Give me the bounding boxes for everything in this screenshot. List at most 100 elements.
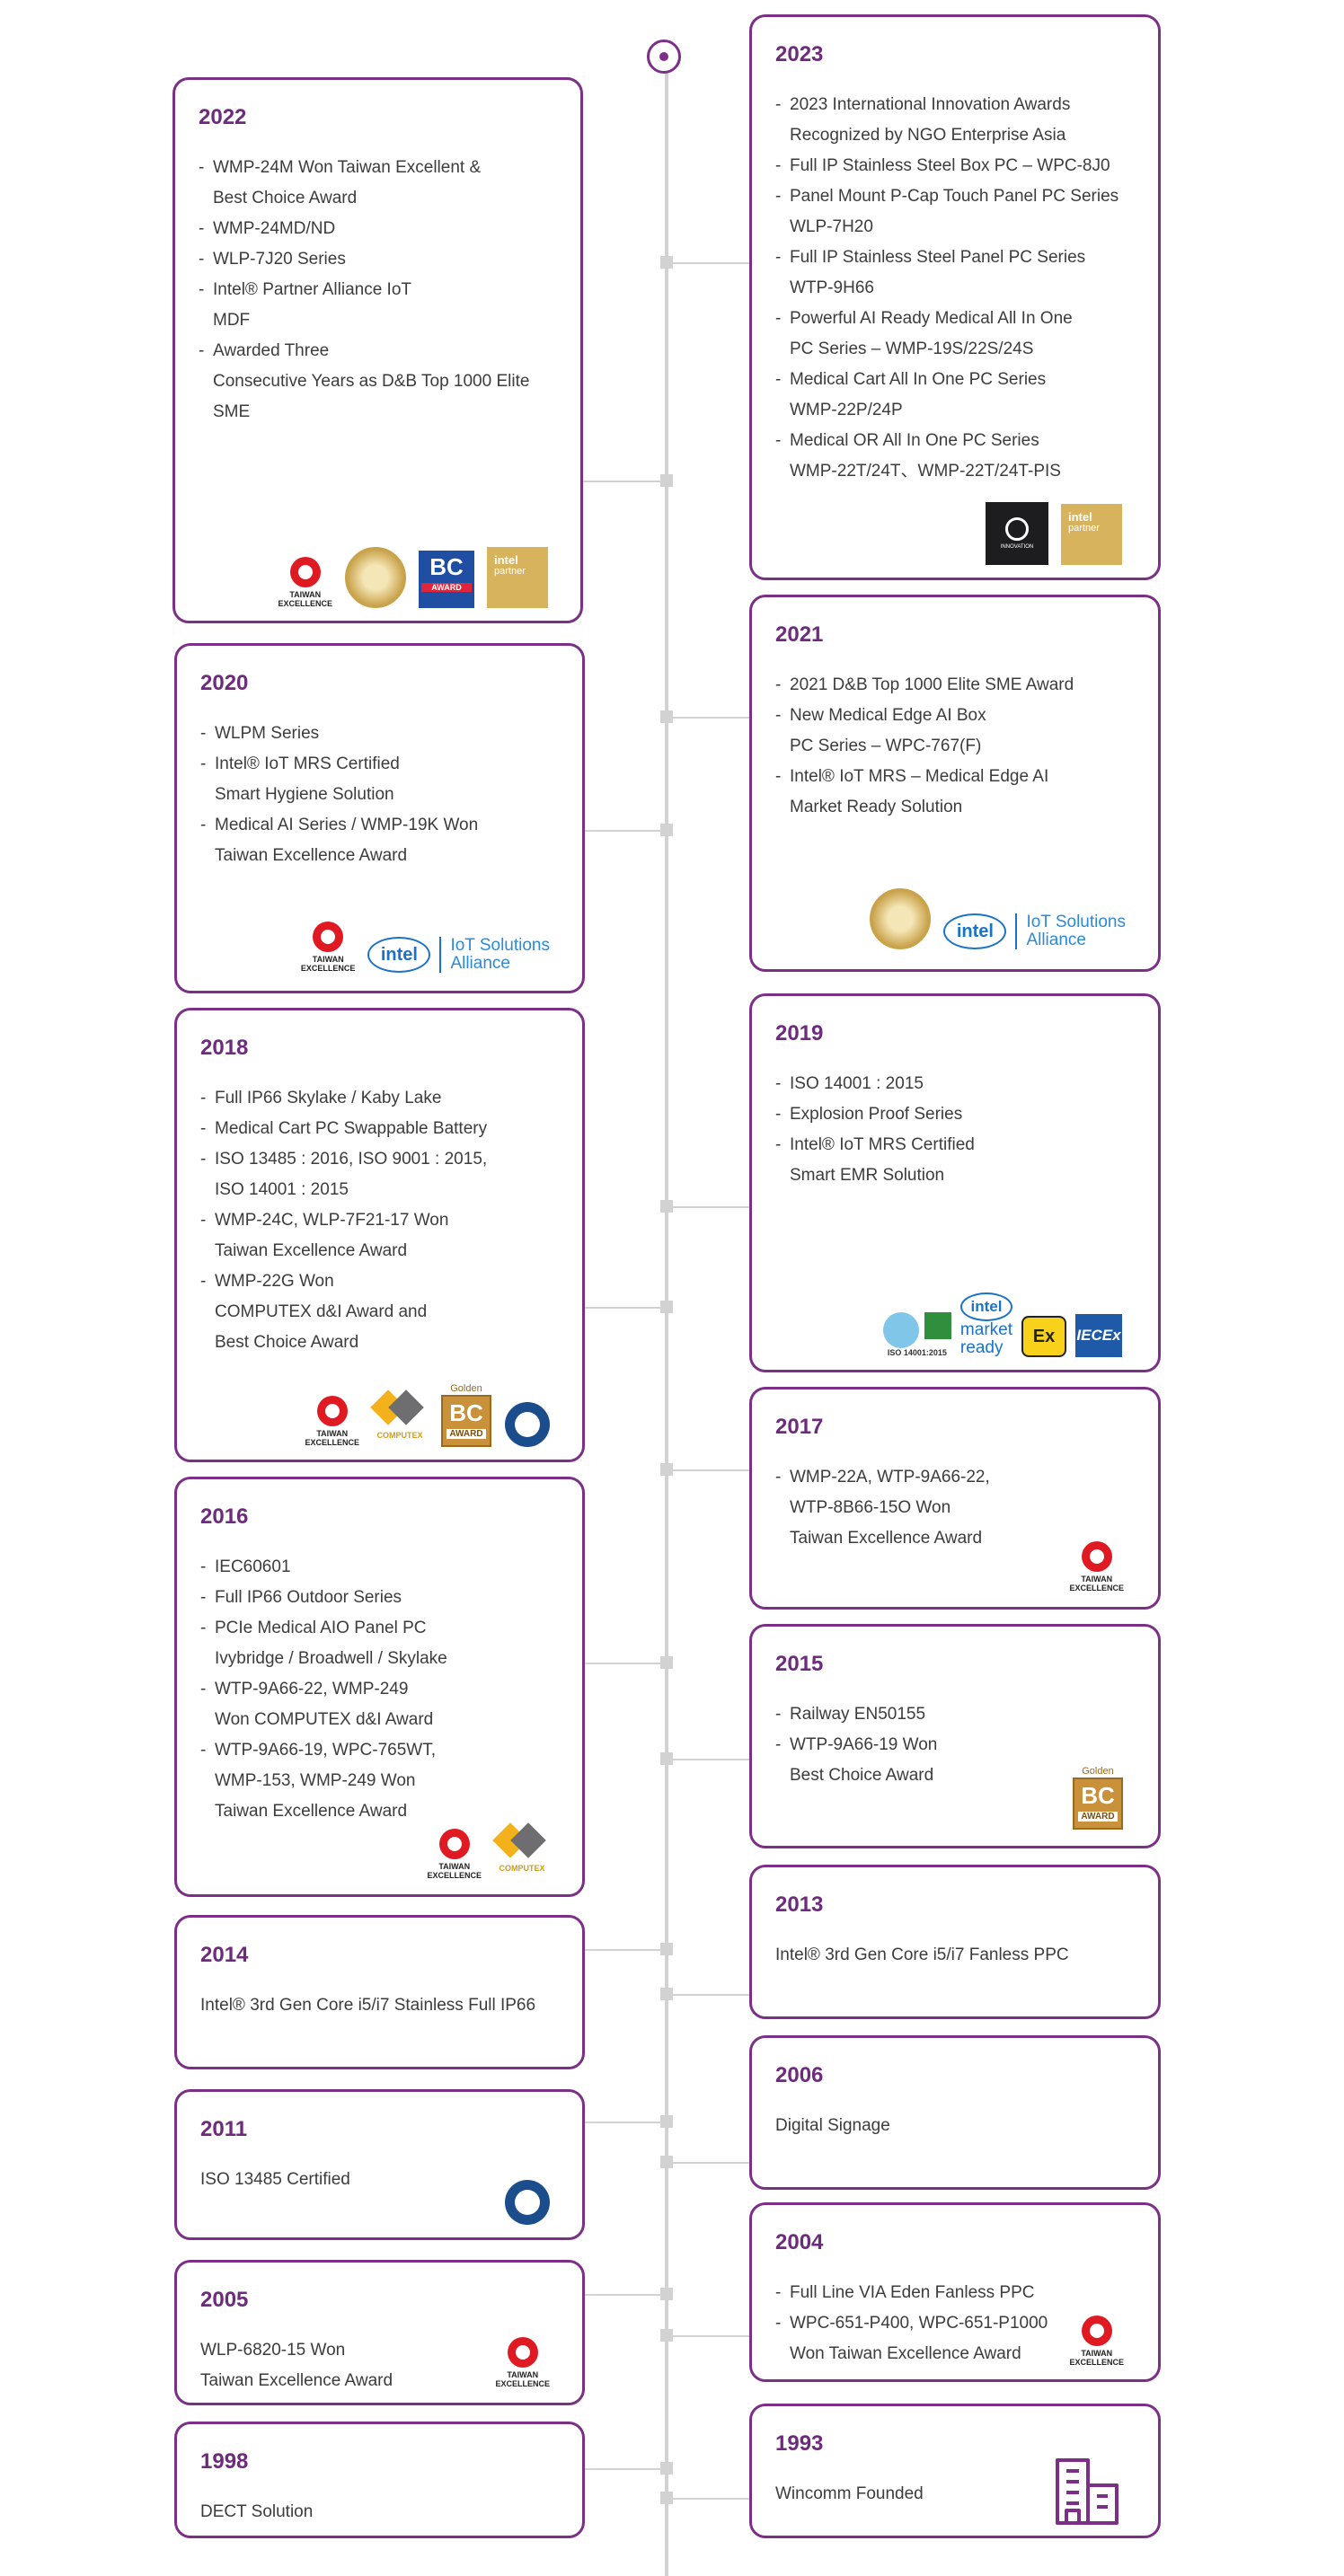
timeline-card-2015: 2015 Railway EN50155 WTP-9A66-19 Won Bes… <box>749 1624 1161 1848</box>
milestone-item: WTP-9A66-22, WMP-249 Won COMPUTEX d&I Aw… <box>200 1674 559 1735</box>
timeline-card-2006: 2006 Digital Signage <box>749 2035 1161 2190</box>
timeline-marker <box>660 2115 673 2128</box>
timeline-marker <box>660 2462 673 2475</box>
certification-seal-logo <box>505 1402 550 1447</box>
year-label: 2020 <box>200 671 249 695</box>
timeline-start-icon <box>647 40 681 74</box>
timeline-card-2011: 2011 ISO 13485 Certified <box>174 2089 585 2240</box>
year-label: 2016 <box>200 1504 249 1529</box>
milestone-item: 2023 International Innovation Awards Rec… <box>775 90 1135 151</box>
timeline-card-2022: 2022 WMP-24M Won Taiwan Excellent & Best… <box>172 77 583 623</box>
milestone-item: ISO 13485 : 2016, ISO 9001 : 2015, ISO 1… <box>200 1144 559 1205</box>
connector <box>667 2498 752 2500</box>
year-label: 1998 <box>200 2449 249 2474</box>
milestone-list: Railway EN50155 WTP-9A66-19 Won Best Cho… <box>775 1699 1135 1791</box>
year-label: 2022 <box>199 105 247 129</box>
milestone-list: 2023 International Innovation Awards Rec… <box>775 90 1135 487</box>
timeline-marker <box>660 1200 673 1213</box>
milestone-item: Awarded Three Consecutive Years as D&B T… <box>199 336 557 428</box>
timeline-marker <box>660 824 673 836</box>
milestone-item: WPC-651-P400, WPC-651-P1000 Won Taiwan E… <box>775 2308 1135 2369</box>
timeline-card-2004: 2004 Full Line VIA Eden Fanless PPC WPC-… <box>749 2202 1161 2382</box>
milestone-list: Full Line VIA Eden Fanless PPC WPC-651-P… <box>775 2278 1135 2369</box>
timeline-card-2020: 2020 WLPM Series Intel® IoT MRS Certifie… <box>174 643 585 993</box>
year-label: 1993 <box>775 2431 824 2456</box>
milestone-item: Intel® IoT MRS Certified Smart Hygiene S… <box>200 749 559 810</box>
milestone-item: Medical Cart All In One PC Series WMP-22… <box>775 365 1135 426</box>
timeline-marker <box>660 2156 673 2168</box>
connector <box>583 481 667 482</box>
timeline-card-2023: 2023 2023 International Innovation Award… <box>749 14 1161 580</box>
year-label: 2006 <box>775 2063 824 2087</box>
timeline-marker <box>660 2329 673 2342</box>
milestone-list: WLPM Series Intel® IoT MRS Certified Sma… <box>200 719 559 871</box>
award-logos <box>1052 2455 1124 2527</box>
timeline-marker <box>660 256 673 269</box>
timeline-marker <box>660 1988 673 2000</box>
year-label: 2015 <box>775 1652 824 1676</box>
timeline-marker <box>660 710 673 723</box>
connector <box>583 1949 667 1951</box>
milestone-item: 2021 D&B Top 1000 Elite SME Award <box>775 670 1135 701</box>
milestone-text: WLP-6820-15 Won Taiwan Excellence Award <box>200 2340 393 2390</box>
iso-14001-logo: ISO 14001:2015 <box>882 1312 951 1357</box>
milestone-item: Full Line VIA Eden Fanless PPC <box>775 2278 1135 2308</box>
milestone-list: ISO 14001 : 2015 Explosion Proof Series … <box>775 1069 1135 1191</box>
milestone-list: WMP-24M Won Taiwan Excellent & Best Choi… <box>199 153 557 428</box>
milestone-item: ISO 14001 : 2015 <box>775 1069 1135 1099</box>
timeline-card-2013: 2013 Intel® 3rd Gen Core i5/i7 Fanless P… <box>749 1865 1161 2019</box>
timeline-marker <box>660 1301 673 1313</box>
milestone-item: Explosion Proof Series <box>775 1099 1135 1130</box>
milestone-item: Full IP Stainless Steel Panel PC Series … <box>775 243 1135 304</box>
milestone-item: WMP-24M Won Taiwan Excellent & Best Choi… <box>199 153 557 214</box>
milestone-item: Panel Mount P-Cap Touch Panel PC Series … <box>775 181 1135 243</box>
milestone-item: WLP-7J20 Series <box>199 244 557 275</box>
connector <box>667 2335 752 2337</box>
computex-logo: COMPUTEX <box>492 1822 550 1880</box>
dnb-medal-logo <box>870 888 932 949</box>
iecex-logo: IECEx <box>1075 1314 1122 1357</box>
milestone-item: Full IP66 Skylake / Kaby Lake <box>200 1083 559 1114</box>
connector <box>667 1206 752 1208</box>
year-label: 2013 <box>775 1892 824 1917</box>
milestone-item: WTP-9A66-19 Won Best Choice Award <box>775 1730 1135 1791</box>
timeline-card-2016: 2016 IEC60601 Full IP66 Outdoor Series P… <box>174 1477 585 1897</box>
year-label: 2023 <box>775 42 824 66</box>
year-label: 2021 <box>775 622 824 647</box>
timeline-card-2014: 2014 Intel® 3rd Gen Core i5/i7 Stainless… <box>174 1915 585 2069</box>
year-label: 2004 <box>775 2230 824 2254</box>
timeline-card-2017: 2017 WMP-22A, WTP-9A66-22, WTP-8B66-15O … <box>749 1387 1161 1610</box>
connector <box>583 2122 667 2123</box>
timeline-marker <box>660 2492 673 2504</box>
milestone-item: Intel® IoT MRS – Medical Edge AI Market … <box>775 762 1135 823</box>
building-icon <box>1056 2458 1119 2525</box>
award-logos <box>505 2180 550 2225</box>
milestone-text: DECT Solution <box>200 2501 314 2521</box>
year-label: 2018 <box>200 1036 249 1060</box>
milestone-item: Intel® Partner Alliance IoT MDF <box>199 275 557 336</box>
computex-logo: COMPUTEX <box>370 1389 428 1447</box>
milestone-list: Full IP66 Skylake / Kaby Lake Medical Ca… <box>200 1083 559 1358</box>
connector <box>583 2294 667 2296</box>
timeline-card-2018: 2018 Full IP66 Skylake / Kaby Lake Medic… <box>174 1008 585 1462</box>
year-label: 2017 <box>775 1415 824 1439</box>
year-label: 2014 <box>200 1943 249 1967</box>
connector <box>583 1663 667 1664</box>
milestone-text: Intel® 3rd Gen Core i5/i7 Stainless Full… <box>200 1995 536 2015</box>
